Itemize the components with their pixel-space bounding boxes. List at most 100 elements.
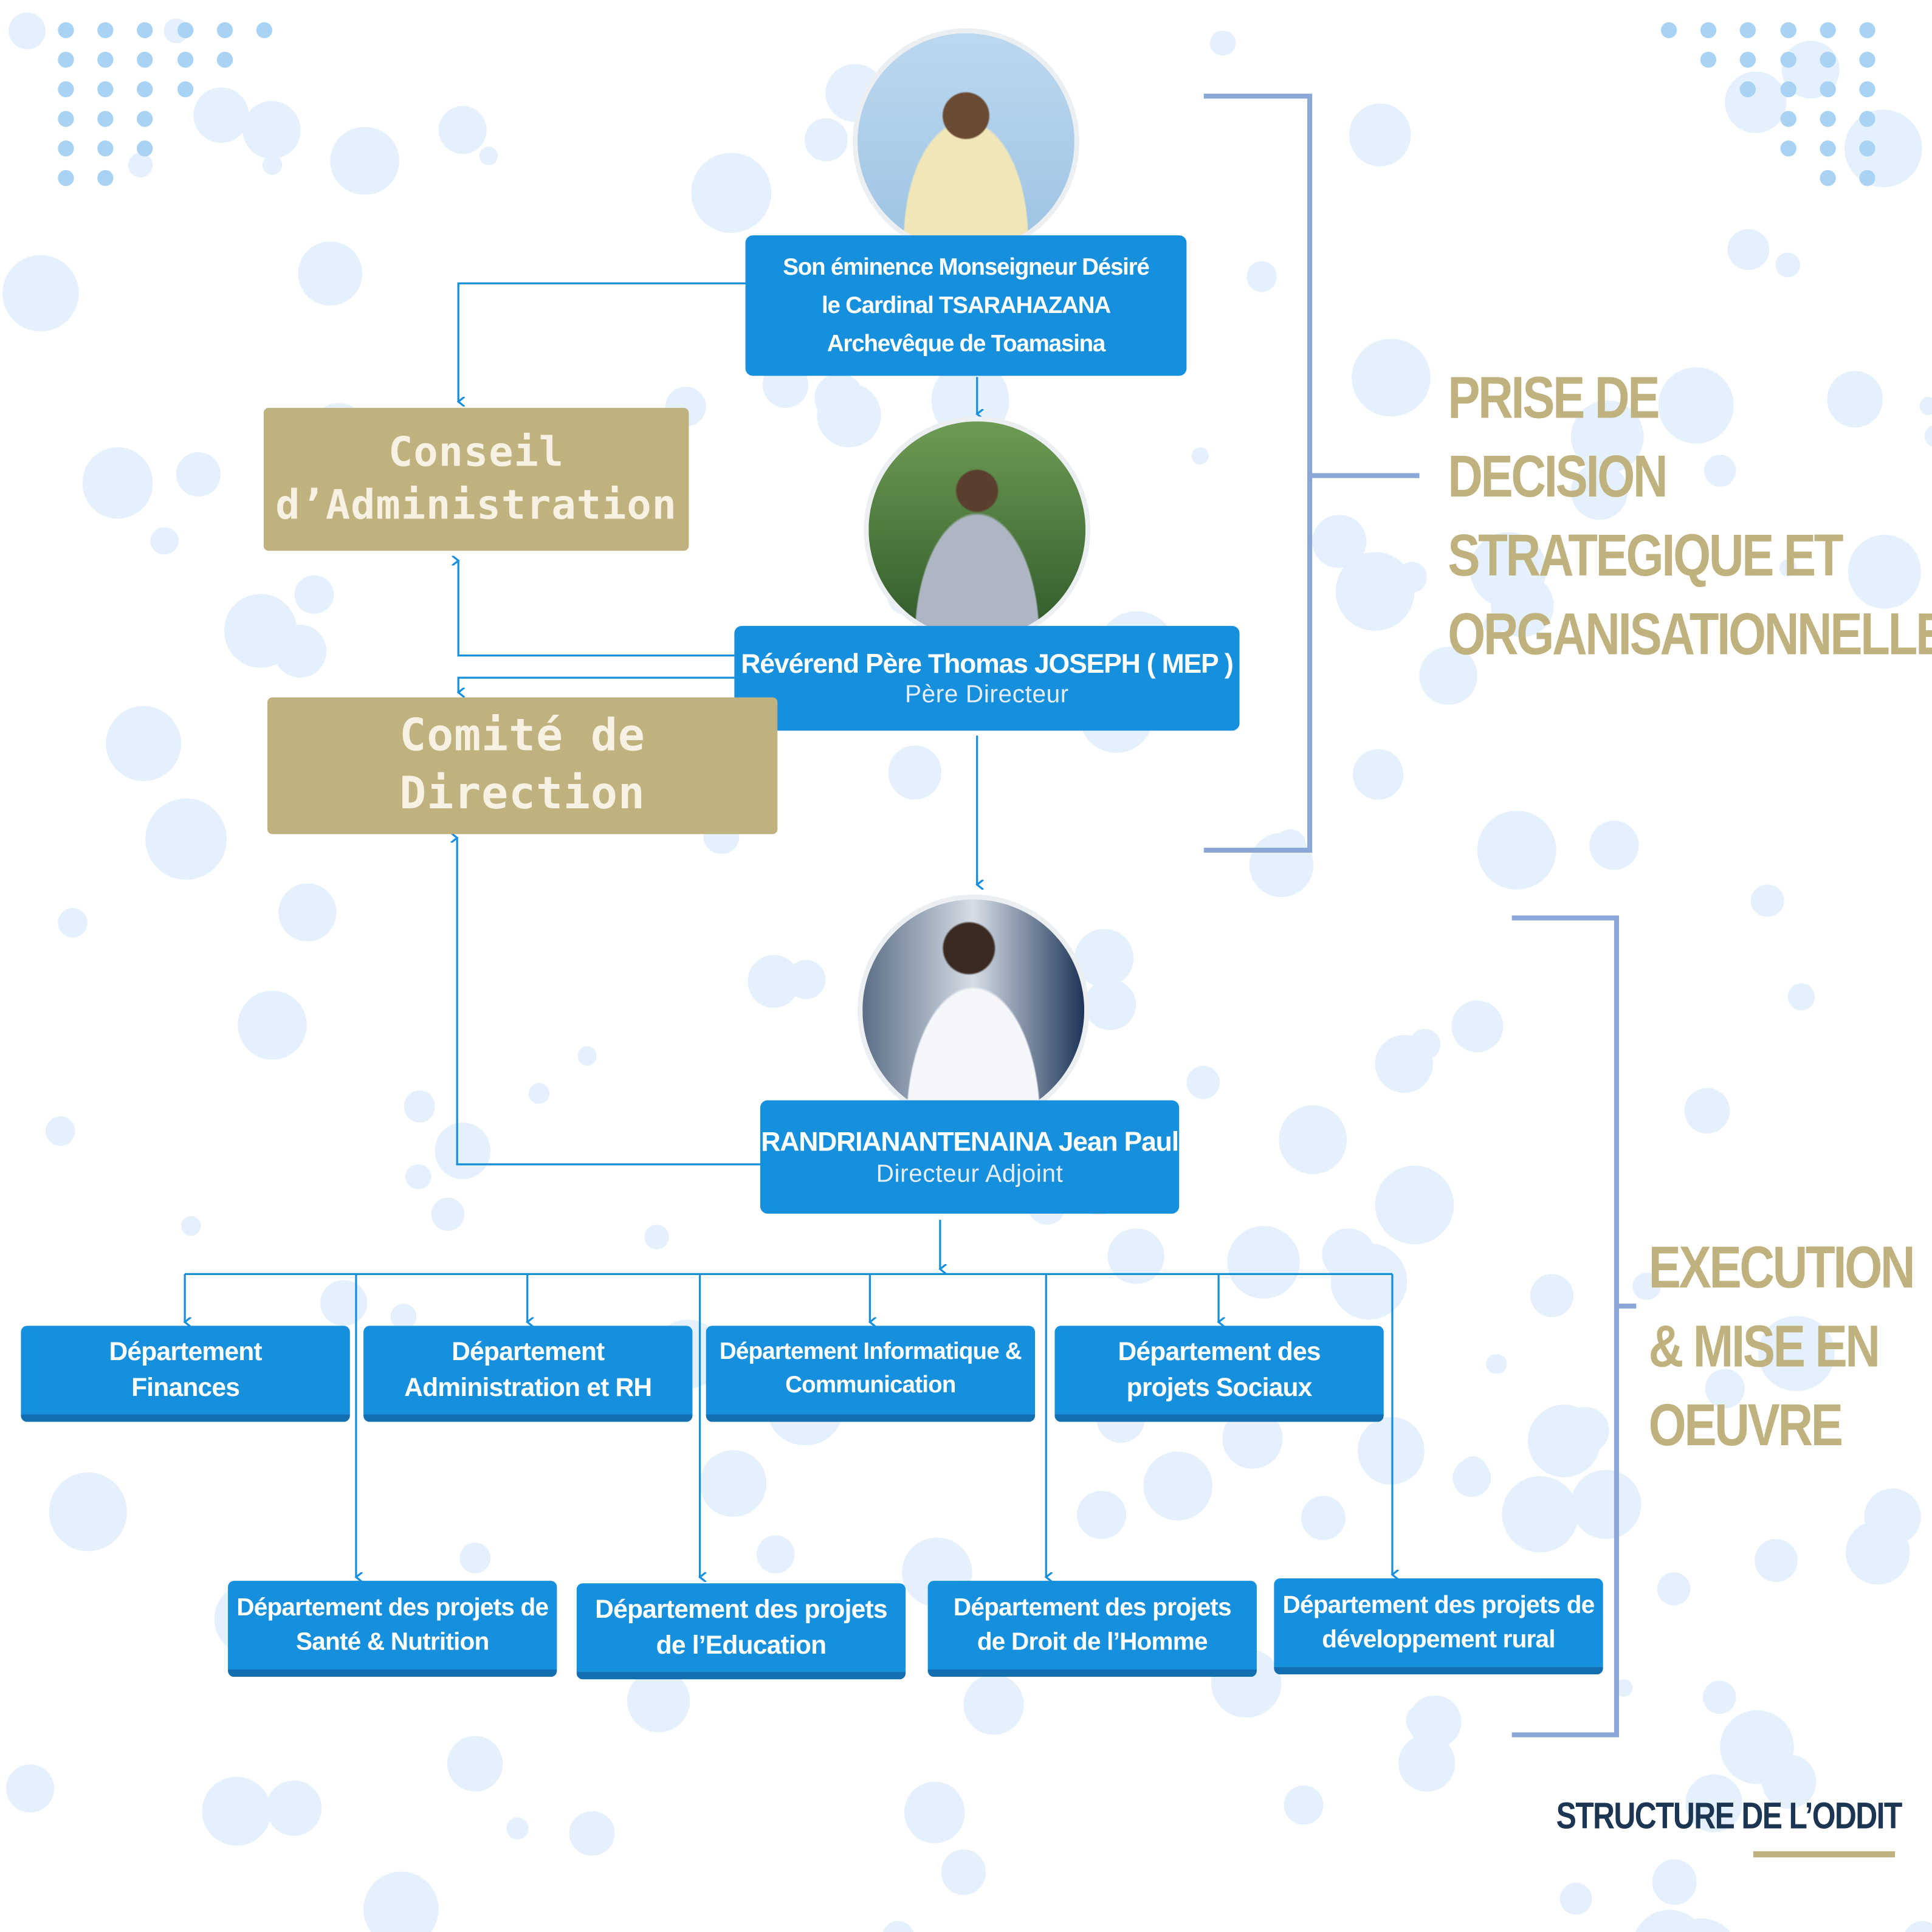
- department-box: Département des projets de Droit de l’Ho…: [927, 1581, 1257, 1677]
- bubble: [1301, 1496, 1346, 1541]
- dot: [58, 22, 74, 38]
- deputy-box: RANDRIANANTENAINA Jean Paul Directeur Ad…: [760, 1100, 1180, 1214]
- dot: [177, 22, 194, 38]
- bubble: [49, 1472, 128, 1551]
- bubble: [1755, 1539, 1798, 1583]
- bubble: [1451, 1000, 1503, 1052]
- bubble: [1459, 1456, 1488, 1485]
- department-box: Département des projets de développement…: [1274, 1578, 1603, 1675]
- dot: [1859, 22, 1875, 38]
- bubble: [569, 1810, 614, 1856]
- bubble: [1284, 1786, 1323, 1826]
- bubble: [1703, 1680, 1737, 1714]
- bubble: [1658, 367, 1734, 443]
- bubble: [1357, 1417, 1425, 1485]
- dot: [177, 81, 194, 98]
- bubble: [431, 1197, 464, 1231]
- bubble: [1775, 252, 1800, 277]
- strategic-label: PRISE DE DECISION STRATEGIQUE ET ORGANIS…: [1448, 366, 1932, 668]
- bubble: [176, 452, 221, 497]
- bubble: [180, 1215, 201, 1236]
- bubble: [273, 624, 327, 678]
- bubble: [1085, 978, 1136, 1030]
- bubble: [363, 1871, 439, 1932]
- bubble: [278, 883, 337, 941]
- bubble: [266, 1781, 321, 1837]
- deputy-role: Directeur Adjoint: [876, 1160, 1064, 1188]
- deputy-name: RANDRIANANTENAINA Jean Paul: [761, 1126, 1179, 1158]
- dot: [1700, 52, 1717, 68]
- bubble: [1848, 535, 1921, 608]
- bubble: [1246, 261, 1277, 292]
- bubble: [1721, 1710, 1795, 1784]
- dot: [97, 111, 114, 127]
- dot: [97, 81, 114, 98]
- bubble: [1705, 1368, 1745, 1408]
- bubble: [1725, 71, 1787, 133]
- bubble: [1330, 1243, 1407, 1321]
- bubble: [1570, 1470, 1641, 1540]
- dot: [1859, 81, 1875, 98]
- dot: [58, 111, 74, 127]
- dot: [137, 111, 153, 127]
- department-label: Département des projets de Droit de l’Ho…: [953, 1594, 1232, 1656]
- cardinal-name: Son éminence Monseigneur Désiré le Cardi…: [783, 254, 1150, 357]
- department-box: Département Administration et RH: [363, 1325, 693, 1422]
- department-label: Département Finances: [109, 1337, 262, 1403]
- bubble: [242, 100, 301, 159]
- bubble: [1398, 1735, 1455, 1792]
- bubble: [1278, 1105, 1347, 1174]
- bubble: [8, 12, 46, 50]
- bubble: [5, 1764, 55, 1813]
- dot: [1780, 111, 1796, 127]
- dot: [137, 22, 153, 38]
- dot: [1859, 170, 1875, 187]
- department-label: Département des projets de Santé & Nutri…: [236, 1594, 549, 1656]
- dot: [58, 52, 74, 68]
- bubble: [237, 991, 306, 1061]
- dot: [137, 52, 153, 68]
- dot: [1780, 52, 1796, 68]
- bubble: [1844, 109, 1923, 187]
- bubble: [1827, 371, 1883, 427]
- bubble: [1191, 447, 1209, 465]
- bubble: [1530, 1274, 1573, 1318]
- bubble: [1249, 833, 1313, 897]
- bubble: [1227, 1225, 1300, 1298]
- dot: [97, 170, 114, 187]
- bubble: [405, 1164, 431, 1189]
- dot: [1700, 22, 1717, 38]
- bubble: [1865, 1488, 1922, 1545]
- bubble: [816, 383, 881, 448]
- bubble: [1685, 1774, 1743, 1832]
- bubble: [1374, 1035, 1433, 1093]
- dot: [1660, 22, 1677, 38]
- bubble: [1651, 1859, 1697, 1905]
- director-photo: [864, 416, 1091, 644]
- dot: [1780, 140, 1796, 157]
- dot: [97, 52, 114, 68]
- dot: [1820, 81, 1836, 98]
- bubble: [700, 1451, 766, 1517]
- dot: [256, 22, 273, 38]
- department-label: Département des projets Sociaux: [1118, 1337, 1321, 1403]
- bubble: [528, 1083, 549, 1104]
- bubble: [298, 242, 362, 306]
- brackets: [1203, 94, 1637, 1738]
- bubble: [804, 118, 848, 161]
- bubble: [644, 1225, 669, 1250]
- bubble: [1590, 820, 1640, 870]
- bubble: [1924, 425, 1932, 447]
- department-label: Département Informatique & Communication: [719, 1339, 1022, 1399]
- dot: [1859, 52, 1875, 68]
- dot: [137, 140, 153, 157]
- bubble: [447, 1736, 503, 1792]
- bubble: [45, 1115, 75, 1146]
- dot: [1739, 81, 1756, 98]
- bubble: [1779, 559, 1796, 576]
- bubble: [1758, 1315, 1834, 1392]
- dot: [58, 170, 74, 187]
- execution-label: EXECUTION & MISE EN OEUVRE: [1648, 1236, 1916, 1459]
- dot: [1859, 111, 1875, 127]
- bubble: [295, 575, 334, 614]
